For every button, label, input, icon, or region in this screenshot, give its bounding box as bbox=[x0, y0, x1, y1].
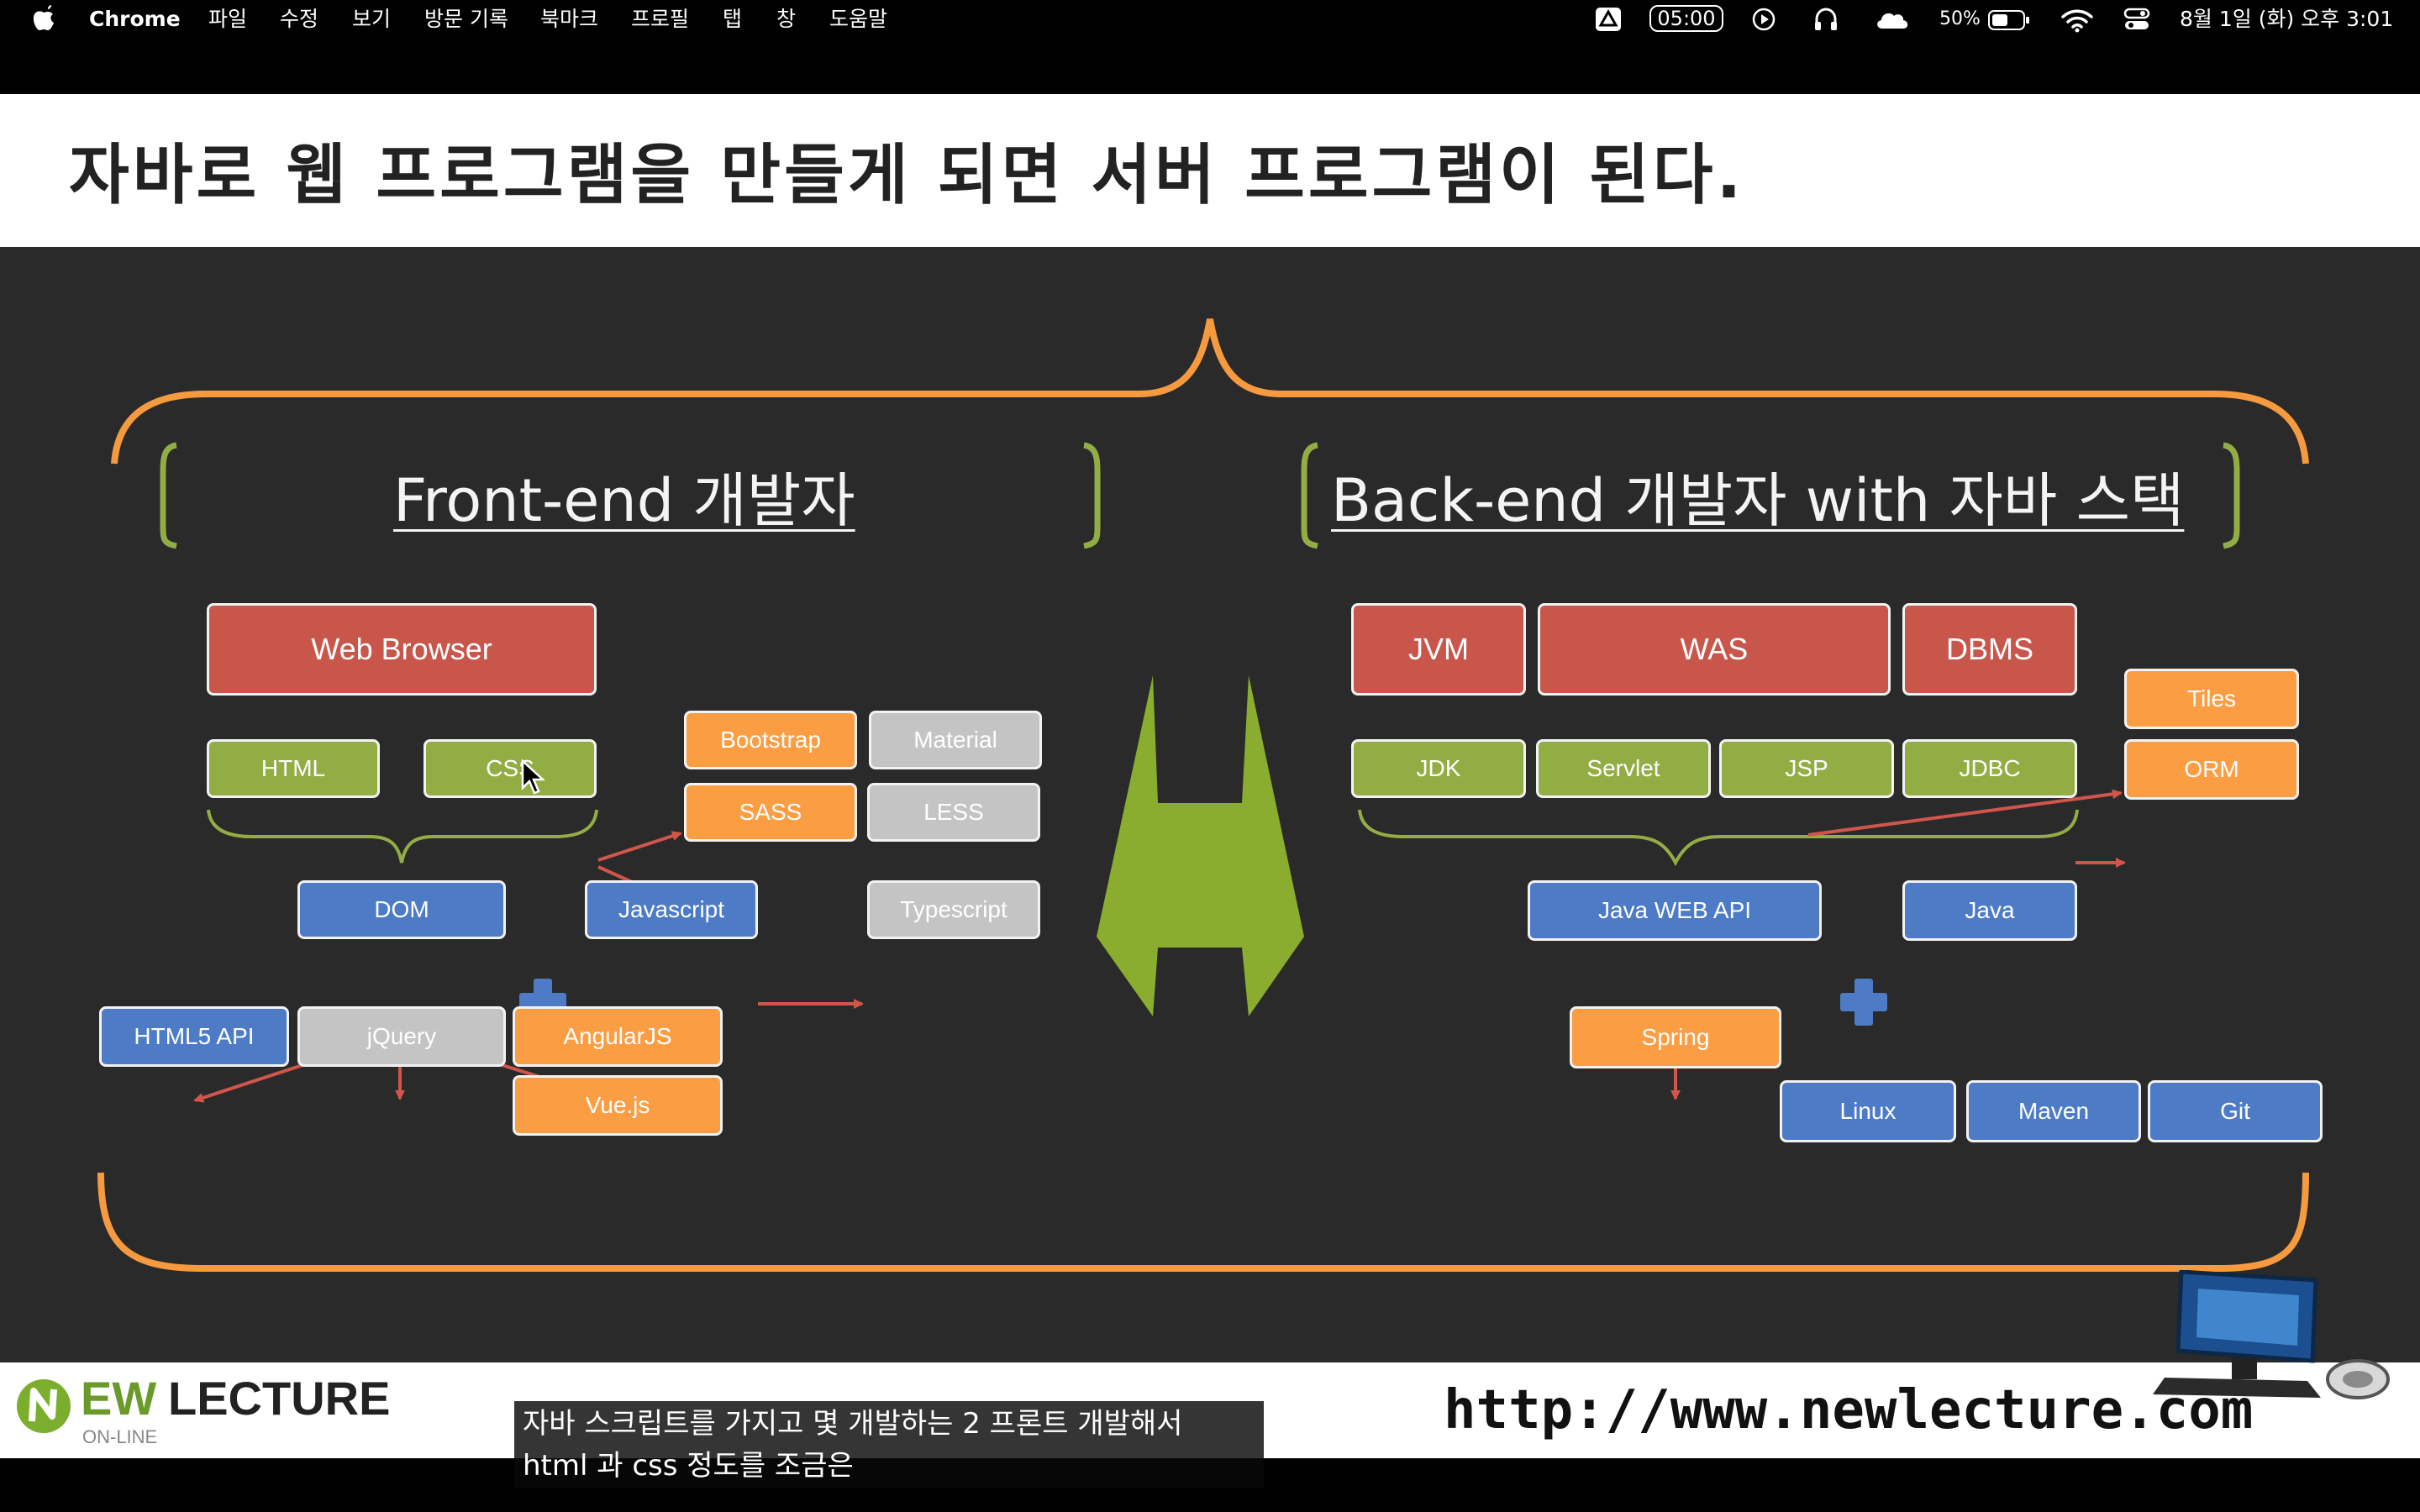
plus-icon-backend bbox=[1840, 979, 1887, 1026]
web-browser-box: Web Browser bbox=[207, 603, 597, 696]
menu-help[interactable]: 도움말 bbox=[829, 7, 888, 31]
control-center-icon[interactable] bbox=[2123, 7, 2150, 32]
linux-box: Linux bbox=[1780, 1080, 1956, 1142]
menu-profile[interactable]: 프로필 bbox=[631, 7, 690, 31]
caption-line-1: 자바 스크립트를 가지고 몇 개발하는 2 프론트 개발해서 bbox=[523, 1407, 1183, 1441]
dom-box: DOM bbox=[297, 880, 506, 939]
headphones-icon[interactable] bbox=[1812, 6, 1839, 33]
javascript-box: Javascript bbox=[585, 880, 758, 939]
html-box: HTML bbox=[207, 739, 380, 798]
bootstrap-box: Bootstrap bbox=[684, 711, 857, 769]
app-menu-chrome[interactable]: Chrome bbox=[89, 7, 181, 31]
play-icon[interactable] bbox=[1751, 7, 1776, 32]
lecture-slide: 자바로 웹 프로그램을 만들게 되면 서버 프로그램이 된다. bbox=[0, 94, 2420, 1458]
material-box: Material bbox=[869, 711, 1042, 769]
jvm-box: JVM bbox=[1351, 603, 1526, 696]
jquery-box: jQuery bbox=[297, 1006, 506, 1067]
center-double-arrow bbox=[1097, 675, 1304, 1016]
vuejs-box: Vue.js bbox=[513, 1075, 723, 1136]
git-box: Git bbox=[2148, 1080, 2323, 1142]
menu-tab[interactable]: 탭 bbox=[723, 7, 743, 31]
title-band bbox=[0, 94, 2420, 247]
logo-online-text: ON-LINE bbox=[82, 1426, 158, 1447]
less-box: LESS bbox=[867, 783, 1040, 842]
backend-small-brace bbox=[1358, 809, 2079, 867]
clock[interactable]: 8월 1일 (화) 오후 3:01 bbox=[2180, 7, 2394, 31]
menu-history[interactable]: 방문 기록 bbox=[424, 7, 508, 31]
css-box: CSS bbox=[424, 739, 597, 798]
arrow-jsp-tiles bbox=[1807, 789, 2123, 837]
backend-left-bracket bbox=[1301, 442, 1318, 549]
mouse-cursor-icon bbox=[521, 759, 544, 795]
battery-percent: 50% bbox=[1939, 8, 1981, 29]
menu-file[interactable]: 파일 bbox=[208, 7, 248, 31]
frontend-left-bracket bbox=[160, 442, 177, 549]
menu-bar: Chrome 파일 수정 보기 방문 기록 북마크 프로필 탭 창 도움말 05… bbox=[0, 0, 2420, 39]
jdbc-box: JDBC bbox=[1902, 739, 2077, 798]
battery-icon[interactable] bbox=[1988, 10, 2030, 30]
cloud-icon[interactable] bbox=[1874, 8, 1911, 30]
java-web-api-box: Java WEB API bbox=[1528, 880, 1822, 941]
apple-icon[interactable] bbox=[32, 5, 55, 32]
caption-line-2: html 과 css 정도를 조금은 bbox=[523, 1449, 854, 1483]
jsp-box: JSP bbox=[1719, 739, 1894, 798]
angularjs-box: AngularJS bbox=[513, 1006, 723, 1067]
timer-text: 05:00 bbox=[1657, 7, 1716, 30]
sass-box: SASS bbox=[684, 783, 857, 842]
tiles-box: Tiles bbox=[2124, 669, 2299, 729]
typescript-box: Typescript bbox=[867, 880, 1040, 939]
orm-box: ORM bbox=[2124, 739, 2299, 800]
menu-window[interactable]: 창 bbox=[776, 7, 797, 31]
newlecture-logo-icon bbox=[17, 1379, 71, 1433]
bottom-brace bbox=[97, 1172, 2309, 1272]
arrow-css-bootstrap bbox=[597, 831, 682, 862]
jdk-box: JDK bbox=[1351, 739, 1526, 798]
backend-right-bracket bbox=[2223, 442, 2240, 549]
menu-view[interactable]: 보기 bbox=[352, 7, 392, 31]
menu-edit[interactable]: 수정 bbox=[280, 7, 319, 31]
menu-bookmarks[interactable]: 북마크 bbox=[540, 7, 599, 31]
video-caption: 자바 스크립트를 가지고 몇 개발하는 2 프론트 개발해서 html 과 cs… bbox=[514, 1401, 1264, 1488]
wifi-icon[interactable] bbox=[2060, 8, 2094, 33]
spring-box: Spring bbox=[1570, 1006, 1781, 1068]
html5-api-box: HTML5 API bbox=[99, 1006, 289, 1067]
slide-title: 자바로 웹 프로그램을 만들게 되면 서버 프로그램이 된다. bbox=[69, 138, 1745, 213]
logo-ew-text: EW bbox=[81, 1372, 157, 1425]
frontend-heading: Front-end 개발자 bbox=[393, 466, 855, 535]
frontend-small-brace bbox=[207, 809, 598, 864]
logo-lecture-text: LECTURE bbox=[168, 1372, 391, 1425]
computer-illustration bbox=[2153, 1270, 2390, 1399]
footer-url: http://www.newlecture.com bbox=[1444, 1379, 2254, 1441]
servlet-box: Servlet bbox=[1536, 739, 1711, 798]
maven-box: Maven bbox=[1966, 1080, 2141, 1142]
drive-icon[interactable] bbox=[1595, 7, 1622, 32]
backend-heading: Back-end 개발자 with 자바 스택 bbox=[1331, 466, 2185, 535]
was-box: WAS bbox=[1538, 603, 1891, 696]
top-brace bbox=[111, 318, 2309, 465]
dbms-box: DBMS bbox=[1902, 603, 2077, 696]
timer-badge[interactable]: 05:00 bbox=[1649, 5, 1723, 32]
frontend-right-bracket bbox=[1083, 442, 1101, 549]
java-box: Java bbox=[1902, 880, 2077, 941]
